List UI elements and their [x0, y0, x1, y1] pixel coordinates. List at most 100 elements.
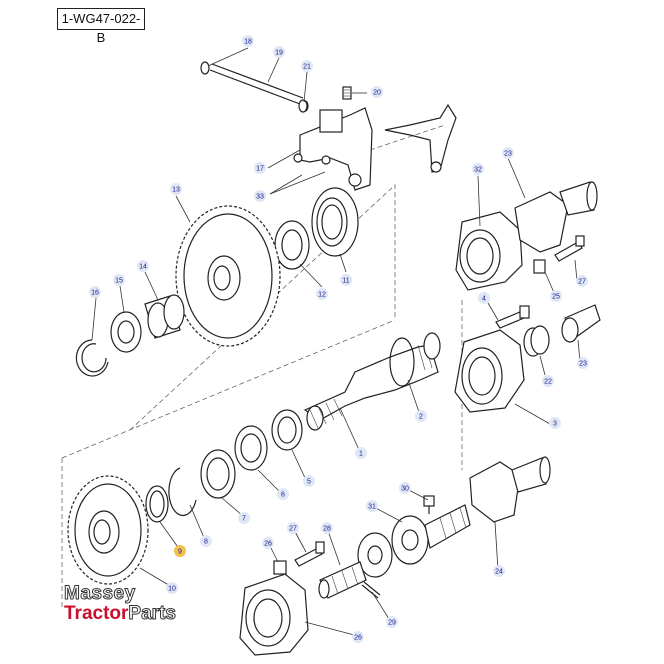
part-5-bearing [271, 409, 303, 451]
svg-text:6: 6 [281, 492, 285, 499]
callout-8: 8 [200, 535, 212, 547]
part-26-nut-lower [273, 560, 287, 575]
svg-text:13: 13 [172, 187, 180, 194]
svg-text:10: 10 [168, 586, 176, 593]
svg-text:9: 9 [178, 549, 182, 556]
callout-15: 15 [113, 274, 125, 286]
callout-26-upper: 25 [550, 290, 562, 302]
part-21-washer [298, 99, 308, 113]
svg-text:26: 26 [354, 635, 362, 642]
part-9-washer [145, 485, 169, 523]
svg-text:11: 11 [342, 278, 349, 285]
callout-10: 10 [166, 582, 178, 594]
part-4-bolt [495, 305, 530, 329]
callout-25: 26 [352, 631, 364, 643]
part-27-bolt-upper [554, 235, 585, 262]
part-29-pin [361, 581, 381, 599]
logo-line-1: Massey [64, 583, 136, 605]
part-2-snap-ring [389, 337, 415, 387]
svg-text:14: 14 [139, 264, 147, 271]
part-8-circlip [168, 467, 197, 517]
part-18-washer [200, 61, 210, 75]
assembly-guide-lines [61, 124, 463, 610]
callout-22: 22 [542, 375, 554, 387]
svg-text:25: 25 [552, 294, 560, 301]
callout-18: 18 [242, 35, 254, 47]
part-17-shift-fork [293, 107, 373, 191]
part-31-flange-shaft [391, 504, 471, 565]
callout-33: 33 [254, 190, 266, 202]
svg-text:27: 27 [289, 526, 297, 533]
part-15-bearing [110, 311, 142, 353]
part-13-large-gear [175, 205, 281, 347]
part-12-needle-bearing [274, 220, 310, 270]
callout-17: 17 [254, 162, 266, 174]
svg-text:22: 22 [544, 379, 552, 386]
svg-text:23: 23 [504, 151, 512, 158]
svg-text:32: 32 [474, 167, 482, 174]
part-28-splined-shaft [318, 532, 393, 599]
svg-text:8: 8 [204, 539, 208, 546]
svg-text:29: 29 [388, 620, 396, 627]
svg-text:16: 16 [91, 290, 99, 297]
callout-21: 21 [301, 60, 313, 72]
part-20-screw [342, 86, 352, 100]
svg-text:15: 15 [115, 278, 123, 285]
svg-text:23: 23 [579, 361, 587, 368]
callout-11: 11 [340, 274, 352, 286]
callout-23: 23 [577, 357, 589, 369]
part-26-nut-upper [533, 259, 546, 274]
callout-28: 28 [321, 522, 333, 534]
part-19-shift-rod [201, 62, 309, 112]
part-7-bearing [200, 449, 236, 499]
svg-text:4: 4 [482, 296, 486, 303]
part-27-bolt-lower [294, 541, 325, 567]
logo-line-2: TractorParts [64, 603, 176, 625]
part-24-flange-yoke-lower [469, 456, 551, 523]
svg-text:28: 28 [323, 526, 331, 533]
part-3-bearing-housing [454, 329, 525, 413]
svg-text:18: 18 [244, 39, 252, 46]
callout-labels: 18 19 21 20 17 33 13 11 12 14 15 16 32 2… [89, 35, 589, 643]
logo-word-tractor: Tractor [64, 603, 129, 624]
svg-text:12: 12 [318, 292, 326, 299]
svg-text:30: 30 [401, 486, 409, 493]
svg-text:24: 24 [495, 569, 503, 576]
callout-1: 1 [355, 447, 367, 459]
svg-text:5: 5 [307, 479, 311, 486]
svg-text:1: 1 [359, 451, 363, 458]
callout-27-upper: 27 [576, 275, 588, 287]
callout-20: 20 [371, 86, 383, 98]
part-32-bearing-housing [455, 211, 523, 291]
svg-text:26: 26 [264, 541, 272, 548]
callout-12: 12 [316, 288, 328, 300]
callout-14: 14 [137, 260, 149, 272]
svg-text:20: 20 [373, 90, 381, 97]
callout-6: 6 [277, 488, 289, 500]
part-11-synchro-hub [311, 187, 359, 257]
svg-text:33: 33 [256, 194, 264, 201]
part-10-small-gear [67, 475, 149, 585]
callout-27-lower: 27 [287, 522, 299, 534]
massey-tractor-parts-logo: Massey TractorParts [64, 583, 177, 625]
svg-text:2: 2 [419, 414, 423, 421]
callout-30: 30 [399, 482, 411, 494]
part-1-main-shaft [303, 332, 441, 431]
part-24-flange-yoke-upper [514, 181, 598, 253]
callout-31: 31 [366, 500, 378, 512]
svg-text:31: 31 [368, 504, 376, 511]
callout-29: 29 [386, 616, 398, 628]
callout-13: 13 [170, 183, 182, 195]
diagram-reference-code: 1-WG47-022-B [57, 8, 145, 45]
part-25-bearing-housing [239, 573, 309, 656]
callout-7: 7 [238, 512, 250, 524]
part-22-bush [523, 325, 550, 357]
svg-text:19: 19 [275, 50, 283, 57]
callout-32: 32 [472, 163, 484, 175]
callout-4: 4 [478, 292, 490, 304]
svg-text:7: 7 [242, 516, 246, 523]
callout-9-highlighted[interactable]: 9 [174, 545, 186, 557]
callout-24-lower: 24 [493, 565, 505, 577]
svg-text:3: 3 [553, 421, 557, 428]
